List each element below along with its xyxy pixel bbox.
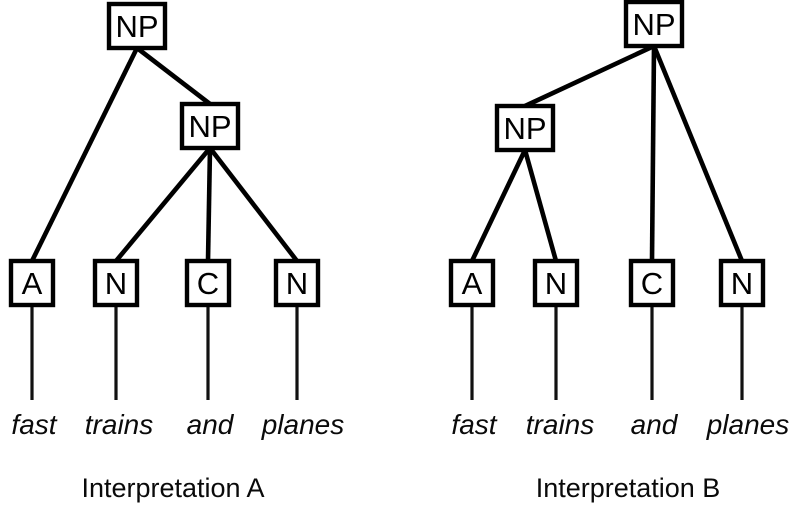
branch-a-inner-np-to-a-leaf-n2: [208, 146, 299, 263]
node-a-inner-np[interactable]: NP: [179, 101, 241, 151]
node-a-leaf-c[interactable]: C: [184, 258, 232, 308]
node-box-b-inner-np[interactable]: [494, 103, 556, 153]
node-a-leaf-n1[interactable]: N: [92, 258, 140, 308]
word-and: and: [187, 409, 235, 440]
node-label-b-root-np: NP: [632, 7, 675, 42]
node-box-a-inner-np[interactable]: [179, 101, 241, 151]
node-label-a-leaf-c: C: [197, 266, 219, 301]
node-b-inner-np[interactable]: NP: [494, 103, 556, 153]
leaf-stems-interpretation-a: [30, 305, 299, 400]
node-box-a-leaf-a[interactable]: [8, 258, 56, 308]
branch-b-inner-np-to-b-leaf-a: [469, 149, 528, 262]
node-b-leaf-n2[interactable]: N: [718, 258, 766, 308]
node-label-b-inner-np: NP: [503, 111, 546, 146]
branch-b-root-np-to-b-leaf-c: [649, 45, 657, 262]
word-trains: trains: [85, 409, 153, 440]
node-box-a-leaf-n2[interactable]: [273, 258, 321, 308]
node-label-b-leaf-a: A: [462, 266, 483, 301]
word-fast: fast: [451, 409, 497, 440]
branch-lines-interpretation-a: [29, 46, 299, 263]
word-planes: planes: [706, 409, 790, 440]
caption-interpretation-b: Interpretation B: [536, 473, 721, 503]
node-box-b-leaf-a[interactable]: [448, 258, 496, 308]
node-a-leaf-n2[interactable]: N: [273, 258, 321, 308]
node-label-b-leaf-n1: N: [545, 266, 567, 301]
leaf-stems-interpretation-b: [470, 305, 744, 400]
node-label-a-leaf-n2: N: [286, 266, 308, 301]
node-b-leaf-a[interactable]: A: [448, 258, 496, 308]
node-box-a-leaf-n1[interactable]: [92, 258, 140, 308]
node-b-leaf-c[interactable]: C: [628, 258, 676, 308]
branch-b-root-np-to-b-inner-np: [524, 43, 655, 109]
node-label-a-inner-np: NP: [188, 109, 231, 144]
caption-interpretation-a: Interpretation A: [81, 473, 264, 503]
node-box-b-root-np[interactable]: [623, 0, 685, 49]
word-and: and: [631, 409, 679, 440]
word-planes: planes: [261, 409, 345, 440]
node-b-leaf-n1[interactable]: N: [532, 258, 580, 308]
node-box-b-leaf-n1[interactable]: [532, 258, 580, 308]
terminal-words-interpretation-a: fast trains and planes: [11, 409, 344, 440]
node-label-a-leaf-n1: N: [105, 266, 127, 301]
terminal-words-interpretation-b: fast trains and planes: [451, 409, 789, 440]
branch-lines-interpretation-b: [469, 43, 745, 262]
word-trains: trains: [526, 409, 594, 440]
node-box-a-leaf-c[interactable]: [184, 258, 232, 308]
node-a-leaf-a[interactable]: A: [8, 258, 56, 308]
node-box-a-root-np[interactable]: [106, 1, 168, 51]
branch-b-inner-np-to-b-leaf-n1: [522, 149, 559, 262]
branch-a-inner-np-to-a-leaf-c: [205, 147, 213, 262]
branch-a-root-np-to-a-inner-np: [135, 46, 212, 106]
node-box-b-leaf-c[interactable]: [628, 258, 676, 308]
node-label-a-leaf-a: A: [22, 266, 43, 301]
branch-a-root-np-to-a-leaf-a: [29, 46, 140, 263]
branch-a-inner-np-to-a-leaf-n1: [114, 146, 212, 263]
node-label-a-root-np: NP: [115, 9, 158, 44]
node-label-b-leaf-c: C: [641, 266, 663, 301]
node-b-root-np[interactable]: NP: [623, 0, 685, 49]
node-box-b-leaf-n2[interactable]: [718, 258, 766, 308]
node-a-root-np[interactable]: NP: [106, 1, 168, 51]
node-label-b-leaf-n2: N: [731, 266, 753, 301]
branch-b-root-np-to-b-leaf-n2: [651, 45, 745, 262]
word-fast: fast: [11, 409, 57, 440]
